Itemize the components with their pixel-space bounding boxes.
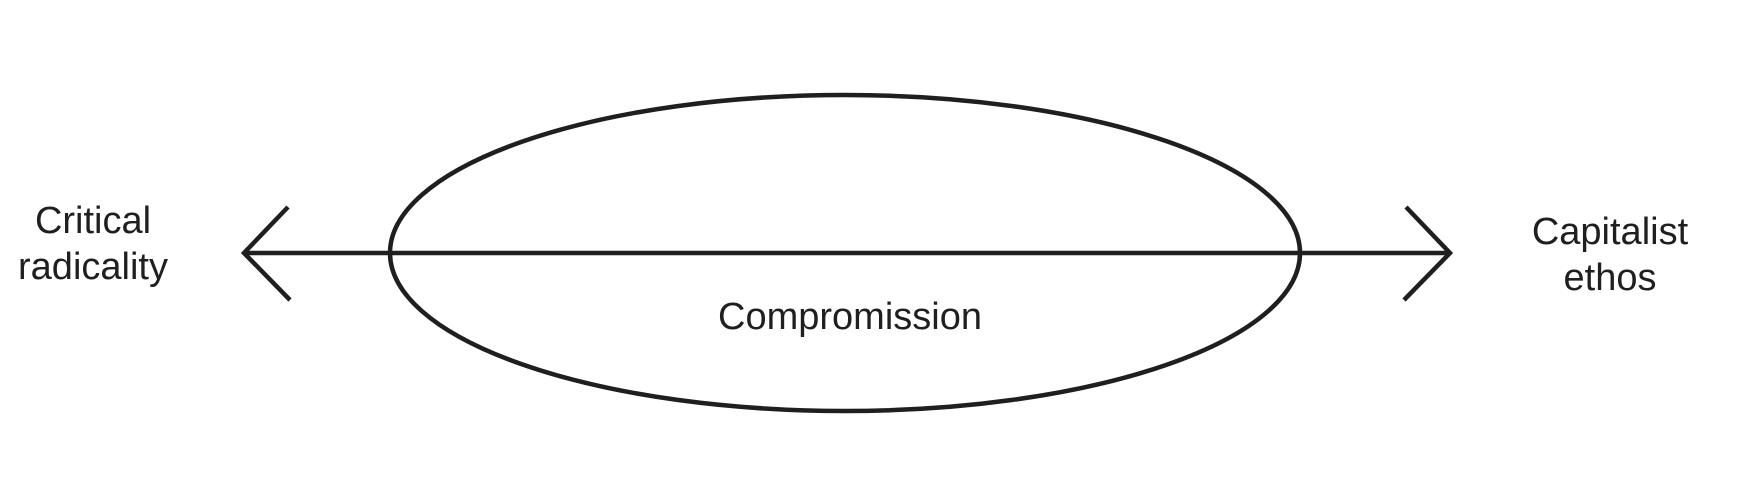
right-label-line1: Capitalist	[1531, 211, 1689, 253]
left-label-line1: Critical	[34, 200, 152, 242]
left-label-line2: radicality	[18, 246, 168, 288]
right-arrowhead	[1402, 205, 1454, 302]
compromission-label: Compromission	[700, 294, 1000, 340]
critical-radicality-label: Critical radicality	[0, 198, 186, 290]
right-label-line2: ethos	[1563, 257, 1657, 299]
center-label-text: Compromission	[718, 296, 982, 338]
capitalist-ethos-label: Capitalist ethos	[1522, 209, 1698, 301]
left-arrowhead	[240, 205, 292, 302]
